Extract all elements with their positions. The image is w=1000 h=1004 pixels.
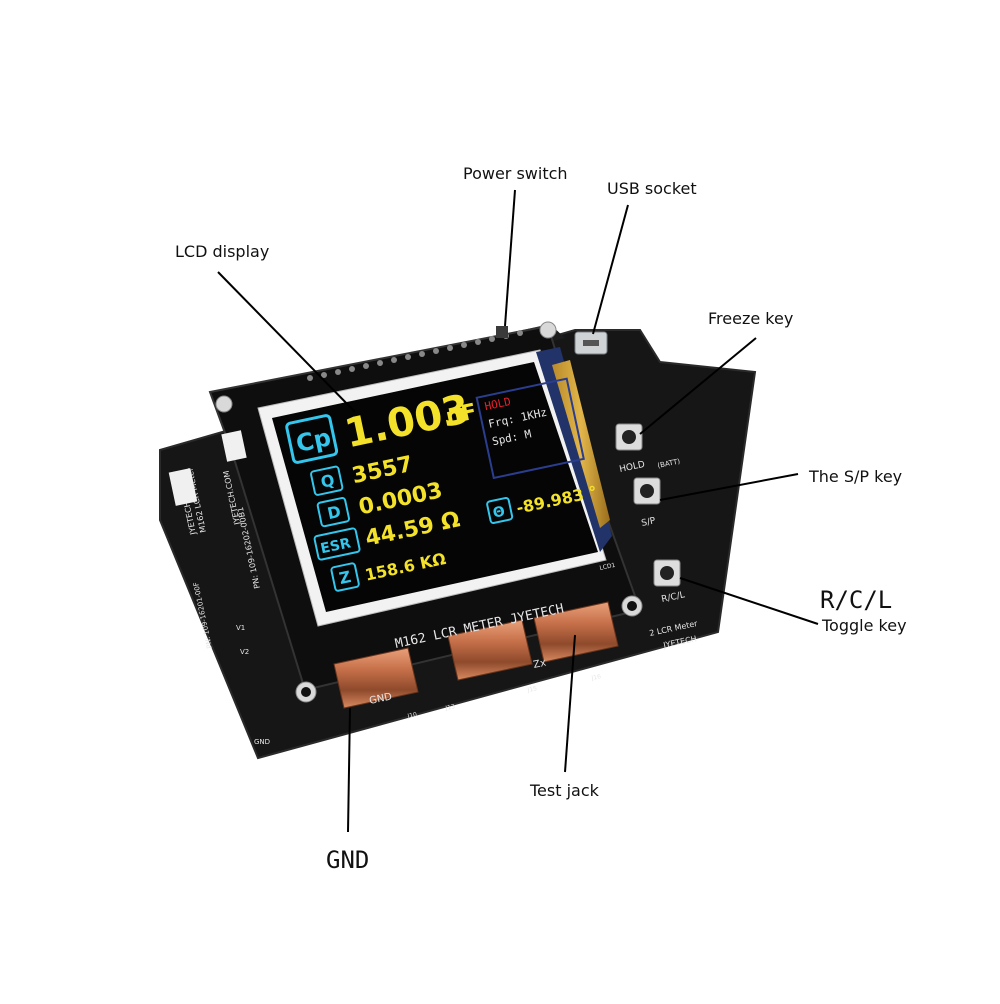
lcd-z-label: Z — [337, 567, 352, 588]
callout-rcl-title: R/C/L — [820, 586, 893, 614]
test-jack-zx-2[interactable] — [533, 601, 619, 663]
callout-lcd-display: LCD display — [175, 242, 270, 261]
test-jack-zx-1[interactable] — [447, 619, 533, 681]
board-gnd-pad: GND — [254, 738, 270, 746]
lcd-q-label: Q — [319, 470, 336, 491]
board-j15: J15 — [526, 685, 538, 694]
callout-usb-socket: USB socket — [607, 179, 697, 198]
lcd-esr-label: ESR — [319, 535, 352, 557]
board-zx-label: Zx — [532, 658, 547, 671]
lcd-info-box — [475, 377, 585, 480]
board-lcd1: LCD1 — [599, 562, 616, 572]
board-sp-label: S/P — [641, 516, 658, 529]
board-v1: V1 — [236, 624, 245, 632]
callout-lines — [217, 189, 819, 833]
lcd-d-label: D — [326, 502, 343, 523]
lcd-main-unit: nF — [444, 399, 479, 430]
callout-sp-key: The S/P key — [809, 467, 903, 486]
lcd-param-box — [285, 414, 339, 464]
callout-toggle-key: Toggle key — [822, 616, 907, 635]
board-j13: J13 — [444, 703, 456, 712]
freeze-key[interactable] — [615, 423, 643, 451]
board-j16: J16 — [590, 673, 602, 682]
callout-test-jack: Test jack — [530, 781, 599, 800]
lcd-display — [257, 347, 612, 627]
lcd-hold-status: HOLD — [483, 395, 512, 413]
callout-gnd: GND — [326, 846, 370, 874]
board-gnd-label: GND — [368, 691, 393, 707]
board-v2: V2 — [240, 648, 249, 656]
sp-key[interactable] — [633, 477, 661, 505]
board-j10: J10 — [406, 711, 418, 720]
rcl-toggle-key[interactable] — [653, 559, 681, 587]
gnd-jack[interactable] — [333, 647, 419, 709]
callout-power-switch: Power switch — [463, 164, 568, 183]
lcd-theta-label: Θ — [492, 504, 507, 522]
jyetech-logo — [168, 430, 247, 506]
callout-freeze-key: Freeze key — [708, 309, 794, 328]
usb-socket[interactable] — [574, 331, 608, 355]
board-rcl-label: R/C/L — [661, 590, 686, 605]
power-switch[interactable] — [496, 326, 508, 338]
